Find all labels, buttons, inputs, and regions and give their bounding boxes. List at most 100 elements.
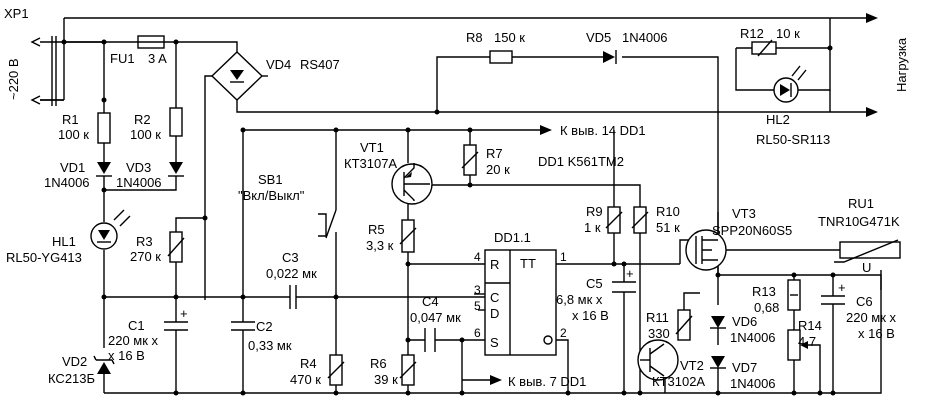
svg-text:TT: TT	[520, 256, 536, 271]
svg-text:КТ3107А: КТ3107А	[344, 156, 397, 171]
svg-text:VD3: VD3	[126, 160, 151, 175]
svg-text:0,68: 0,68	[754, 300, 779, 315]
capacitor-c4: C4 0,047 мк	[410, 294, 461, 352]
switch-sb1: SB1 "Вкл/Выкл"	[238, 172, 337, 240]
svg-text:C4: C4	[422, 294, 439, 309]
potentiometer-r14: R14 4,7	[787, 318, 822, 361]
transistor-vt2: VT2 КТ3102А	[637, 339, 705, 389]
diode-vd7: VD7 1N4006	[710, 356, 776, 391]
svg-text:1N4006: 1N4006	[116, 175, 162, 190]
connector-mains: ~220 В	[6, 58, 21, 100]
diode-vd3: VD3 1N4006	[116, 160, 184, 190]
svg-text:R11: R11	[646, 310, 669, 325]
resistor-r10: R10 51 к	[631, 204, 680, 235]
svg-text:39 к: 39 к	[374, 372, 398, 387]
mosfet-vt3: VT3 SPP20N60S5	[685, 206, 792, 271]
svg-text:R6: R6	[370, 356, 387, 371]
svg-text:RL50-SR113: RL50-SR113	[756, 132, 830, 147]
transistor-vt1: VT1 КТ3107А	[344, 140, 433, 205]
svg-text:+: +	[626, 266, 634, 281]
connector-xp1: XP1 ~220 В	[4, 6, 57, 106]
svg-text:470 к: 470 к	[290, 372, 321, 387]
diode-vd1: VD1 1N4006	[44, 160, 112, 190]
svg-text:6: 6	[474, 326, 481, 340]
svg-text:C: C	[490, 290, 499, 305]
svg-text:R5: R5	[368, 222, 385, 237]
diode-vd5: VD5 1N4006	[586, 30, 668, 64]
svg-text:R4: R4	[300, 356, 317, 371]
capacitor-c1: + C1 220 мк х х 16 В	[108, 306, 188, 363]
svg-text:R7: R7	[486, 146, 503, 161]
resistor-r8: R8 150 к	[466, 30, 525, 64]
bridge-vd4: VD4 RS407	[210, 51, 340, 101]
svg-text:U: U	[862, 260, 871, 275]
svg-text:10 к: 10 к	[776, 26, 800, 41]
svg-text:100 к: 100 к	[130, 127, 161, 142]
svg-text:R12: R12	[740, 26, 764, 41]
svg-text:C2: C2	[256, 319, 273, 334]
svg-text:VD2: VD2	[62, 354, 87, 369]
resistor-r11: R11 330	[646, 309, 693, 341]
arrows	[490, 13, 878, 385]
load-arrow-top	[866, 13, 878, 23]
resistor-r1: R1 100 к	[58, 112, 111, 144]
load-label: Нагрузка	[894, 37, 909, 92]
svg-text:R1: R1	[62, 112, 79, 127]
svg-text:VD7: VD7	[732, 360, 757, 375]
svg-text:+: +	[180, 306, 188, 321]
svg-text:100 к: 100 к	[58, 127, 89, 142]
svg-text:DD1.1: DD1.1	[494, 230, 531, 245]
svg-text:FU1: FU1	[110, 51, 135, 66]
capacitor-c2: C2 0,33 мк	[231, 319, 292, 353]
fuse-fu1: FU1 3 A	[110, 35, 167, 66]
pin7-arrow	[490, 375, 502, 385]
svg-text:4: 4	[474, 250, 481, 264]
zener-vd2: VD2 КС213Б	[48, 354, 115, 386]
svg-text:150 к: 150 к	[494, 30, 525, 45]
svg-text:2: 2	[560, 326, 567, 340]
resistor-r3: R3 270 к	[130, 231, 185, 264]
svg-text:R14: R14	[798, 318, 822, 333]
capacitor-c3: C3 0,022 мк	[266, 250, 317, 309]
svg-text:VD1: VD1	[60, 160, 85, 175]
svg-text:VD6: VD6	[732, 314, 757, 329]
svg-text:VT1: VT1	[360, 140, 384, 155]
svg-text:1N4006: 1N4006	[730, 330, 776, 345]
svg-text:51 к: 51 к	[656, 220, 680, 235]
svg-text:0,33 мк: 0,33 мк	[248, 338, 292, 353]
svg-text:C1: C1	[128, 318, 145, 333]
load-arrow-bottom	[866, 107, 878, 117]
svg-text:S: S	[490, 335, 499, 350]
svg-text:VD4: VD4	[266, 57, 291, 72]
svg-text:HL1: HL1	[52, 234, 76, 249]
flipflop-dd1: DD1.1 TT R C D S 4 3 5 6 1 2	[474, 230, 567, 356]
capacitor-c6: + C6 220 мк х х 16 В	[821, 280, 897, 341]
diode-vd6: VD6 1N4006	[710, 314, 776, 345]
svg-text:1 к: 1 к	[584, 220, 601, 235]
svg-text:SB1: SB1	[258, 172, 283, 187]
note-dd1: DD1 K561TM2	[538, 154, 624, 169]
svg-text:х 16 В: х 16 В	[572, 308, 609, 323]
svg-text:R8: R8	[466, 30, 483, 45]
svg-text:0,022 мк: 0,022 мк	[266, 266, 317, 281]
svg-text:3 A: 3 A	[148, 51, 167, 66]
svg-text:D: D	[490, 306, 499, 321]
svg-text:270 к: 270 к	[130, 249, 161, 264]
resistor-r12: R12 10 к	[740, 26, 800, 57]
svg-text:VT3: VT3	[732, 206, 756, 221]
capacitor-c5: + C5 6,8 мк х х 16 В	[556, 266, 636, 323]
resistor-r5: R5 3,3 к	[366, 219, 417, 253]
svg-text:HL2: HL2	[766, 112, 790, 127]
svg-text:"Вкл/Выкл": "Вкл/Выкл"	[238, 188, 305, 203]
note-pin14: К выв. 14 DD1	[560, 123, 646, 138]
svg-text:RS407: RS407	[300, 57, 340, 72]
svg-text:R: R	[490, 257, 499, 272]
svg-text:+: +	[838, 280, 846, 295]
led-hl2: HL2 RL50-SR113	[756, 65, 830, 147]
svg-text:VD5: VD5	[586, 30, 611, 45]
svg-text:C6: C6	[856, 294, 873, 309]
svg-text:5: 5	[474, 299, 481, 313]
resistor-r13: R13 0,68	[752, 279, 801, 315]
svg-text:3,3 к: 3,3 к	[366, 238, 394, 253]
